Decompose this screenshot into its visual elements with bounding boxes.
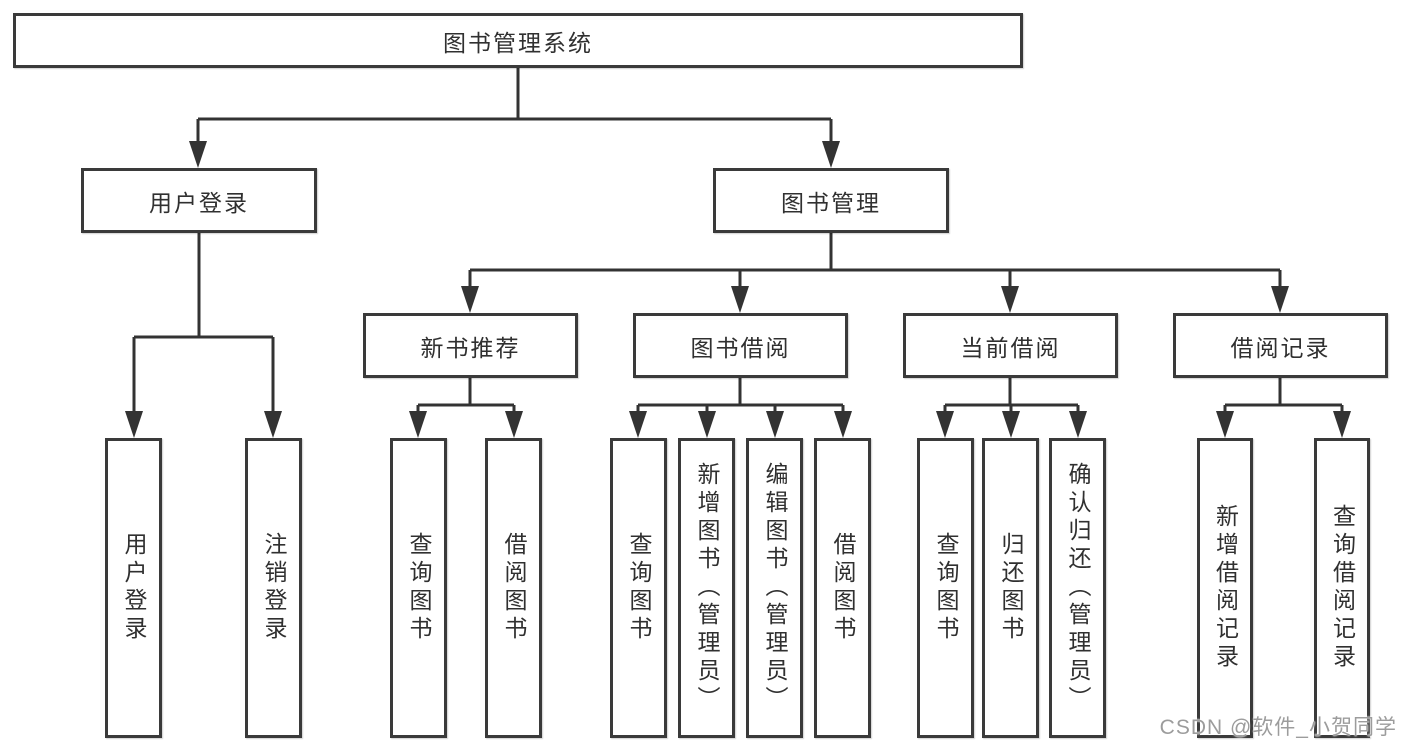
node-book-management: 图书管理 xyxy=(713,168,949,233)
arrow-down-icon xyxy=(936,411,954,438)
leaf-user-login: 用户登录 xyxy=(105,438,162,738)
arrow-down-icon xyxy=(822,141,840,168)
arrow-down-icon xyxy=(1333,411,1351,438)
arrow-down-icon xyxy=(698,411,716,438)
arrow-down-icon xyxy=(1216,411,1234,438)
edge-new-book-recommend-to-leaves xyxy=(416,378,516,418)
node-book-management-label: 图书管理 xyxy=(781,189,881,216)
leaf-query-borrow-record-label: 查询借阅记录 xyxy=(1329,504,1356,672)
leaf-query-book-label: 查询图书 xyxy=(933,532,959,644)
leaf-query-book: 查询图书 xyxy=(917,438,974,738)
leaf-add-book-admin: 新增图书（管理员） xyxy=(678,438,735,738)
node-book-borrowing-label: 图书借阅 xyxy=(690,334,791,361)
arrow-down-icon xyxy=(1001,286,1019,313)
leaf-add-book-admin-label: 新增图书（管理员） xyxy=(694,462,720,714)
leaf-logout: 注销登录 xyxy=(245,438,302,738)
edge-user-login-to-leaves xyxy=(132,233,275,418)
leaf-borrow-book-label: 借阅图书 xyxy=(501,532,527,644)
node-current-borrowing-label: 当前借阅 xyxy=(960,334,1061,361)
node-borrow-records-label: 借阅记录 xyxy=(1230,334,1331,361)
leaf-query-book-label: 查询图书 xyxy=(626,532,652,644)
edge-root-to-level2 xyxy=(196,68,833,148)
csdn-watermark: CSDN @软件_小贺同学 xyxy=(1159,716,1397,739)
leaf-return-book-label: 归还图书 xyxy=(998,532,1024,644)
leaf-user-login-label: 用户登录 xyxy=(121,532,147,644)
node-book-borrowing: 图书借阅 xyxy=(633,313,848,378)
leaf-edit-book-admin-label: 编辑图书（管理员） xyxy=(762,462,788,714)
arrow-down-icon xyxy=(125,411,143,438)
leaf-confirm-return-admin-label: 确认归还（管理员） xyxy=(1065,462,1091,714)
arrow-down-icon xyxy=(461,286,479,313)
arrow-down-icon xyxy=(409,411,427,438)
node-user-login: 用户登录 xyxy=(81,168,317,233)
arrow-down-icon xyxy=(766,411,784,438)
leaf-edit-book-admin: 编辑图书（管理员） xyxy=(746,438,803,738)
edge-book-management-to-level3 xyxy=(468,233,1282,293)
arrow-down-icon xyxy=(1069,411,1087,438)
arrow-down-icon xyxy=(264,411,282,438)
leaf-add-borrow-record: 新增借阅记录 xyxy=(1197,438,1253,738)
leaf-query-book: 查询图书 xyxy=(610,438,667,738)
node-new-book-recommend: 新书推荐 xyxy=(363,313,578,378)
arrow-down-icon xyxy=(1271,286,1289,313)
leaf-add-borrow-record-label: 新增借阅记录 xyxy=(1212,504,1239,672)
arrow-down-icon xyxy=(731,286,749,313)
node-borrow-records: 借阅记录 xyxy=(1173,313,1388,378)
edge-borrow-records-to-leaves xyxy=(1223,378,1344,418)
node-root: 图书管理系统 xyxy=(13,13,1023,68)
edge-book-borrowing-to-leaves xyxy=(636,378,845,418)
node-current-borrowing: 当前借阅 xyxy=(903,313,1118,378)
leaf-query-borrow-record: 查询借阅记录 xyxy=(1314,438,1370,738)
leaf-borrow-book: 借阅图书 xyxy=(485,438,542,738)
node-user-login-label: 用户登录 xyxy=(149,189,249,216)
leaf-query-book: 查询图书 xyxy=(390,438,447,738)
arrow-down-icon xyxy=(834,411,852,438)
arrow-down-icon xyxy=(189,141,207,168)
leaf-return-book: 归还图书 xyxy=(982,438,1039,738)
leaf-confirm-return-admin: 确认归还（管理员） xyxy=(1049,438,1106,738)
node-root-label: 图书管理系统 xyxy=(443,29,593,56)
node-new-book-recommend-label: 新书推荐 xyxy=(420,334,521,361)
arrow-down-icon xyxy=(1002,411,1020,438)
leaf-query-book-label: 查询图书 xyxy=(406,532,432,644)
leaf-borrow-book-label: 借阅图书 xyxy=(830,532,856,644)
leaf-logout-label: 注销登录 xyxy=(261,532,287,644)
arrow-down-icon xyxy=(629,411,647,438)
leaf-borrow-book: 借阅图书 xyxy=(814,438,871,738)
arrow-down-icon xyxy=(505,411,523,438)
